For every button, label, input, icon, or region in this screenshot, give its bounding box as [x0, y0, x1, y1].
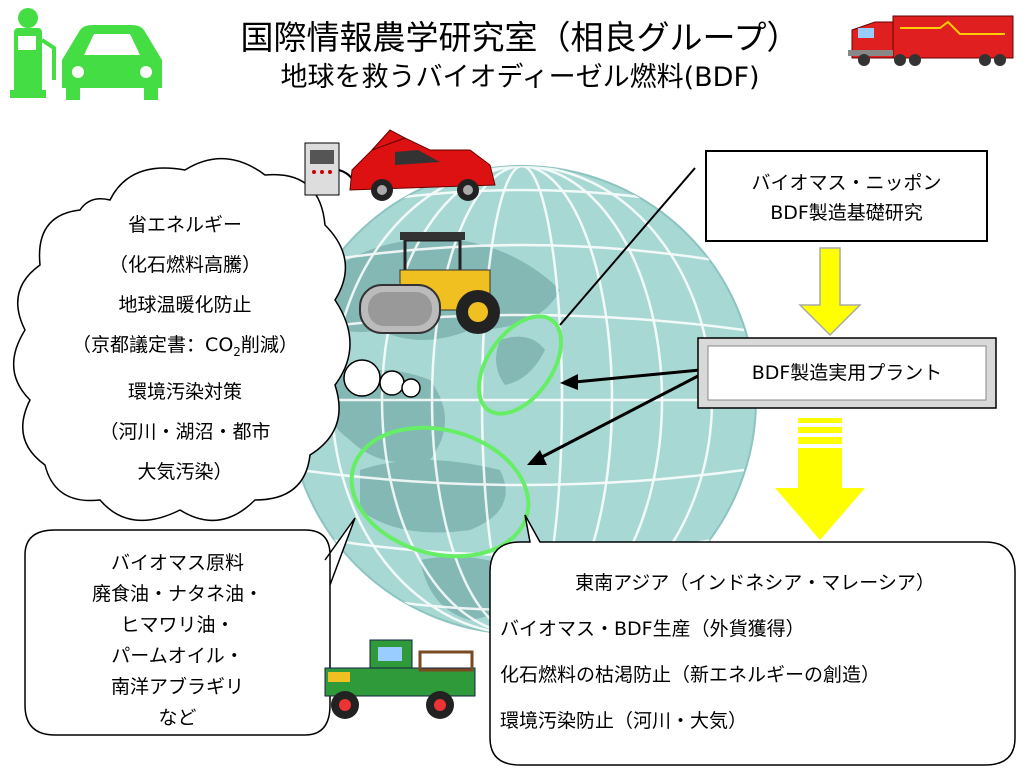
- farm-truck-icon: [324, 639, 476, 719]
- thought-cloud: [13, 158, 421, 522]
- kyoto-suffix: 削減）: [240, 334, 298, 356]
- road-roller-icon: [359, 232, 500, 334]
- materials-line: 廃食油・ナタネ油・: [91, 583, 263, 605]
- cloud-line-kyoto: （京都議定書：CO2削減）: [40, 325, 330, 372]
- cloud-line: 省エネルギー: [127, 214, 242, 236]
- fuel-pump-icon: [10, 8, 56, 98]
- page-title: 国際情報農学研究室（相良グループ）: [240, 18, 800, 57]
- cloud-line: （化石燃料高騰）: [108, 254, 261, 276]
- research-box-line1: バイオマス・ニッポン: [751, 172, 942, 194]
- sea-heading: 東南アジア（インドネシア・マレーシア）: [575, 572, 935, 594]
- materials-line: 南洋アブラギリ: [110, 676, 244, 698]
- materials-line: など: [158, 707, 197, 729]
- materials-text: バイオマス原料 廃食油・ナタネ油・ ヒマワリ油・ パームオイル・ 南洋アブラギリ…: [30, 548, 325, 734]
- cloud-line: 環境汚染対策: [127, 380, 242, 403]
- japan-highlight: [476, 314, 564, 416]
- plant-to-sea-arrow: [527, 373, 701, 465]
- yellow-arrow-upper: [798, 247, 862, 337]
- sea-item: 環境汚染防止（河川・大気）: [500, 710, 748, 732]
- materials-bubble: [24, 517, 356, 736]
- plant-box-label: BDF製造実用プラント: [751, 362, 943, 384]
- cloud-line: 大気汚染）: [137, 460, 233, 483]
- yellow-arrow-lower: [775, 418, 865, 540]
- sea-item: バイオマス・BDF生産（外貨獲得）: [500, 618, 805, 640]
- materials-line: パームオイル・: [111, 645, 244, 667]
- sea-item: 化石燃料の枯渇防止（新エネルギーの創造）: [500, 664, 881, 686]
- plant-to-japan-arrow: [560, 368, 701, 390]
- cloud-text: 省エネルギー （化石燃料高騰） 地球温暖化防止 （京都議定書：CO2削減） 環境…: [40, 205, 330, 492]
- page-subtitle: 地球を救うバイオディーゼル燃料(BDF): [280, 62, 760, 93]
- cloud-line: 地球温暖化防止: [118, 294, 252, 316]
- southeast-asia-highlight: [349, 425, 531, 559]
- plant-box: [697, 337, 997, 409]
- materials-line: ヒマワリ油・: [120, 614, 235, 636]
- kyoto-prefix: （京都議定書：CO: [72, 334, 234, 356]
- sea-text: 東南アジア（インドネシア・マレーシア） バイオマス・BDF生産（外貨獲得） 化石…: [500, 560, 1010, 744]
- research-box: バイオマス・ニッポン BDF製造基礎研究: [705, 150, 988, 242]
- box-top-connector: [559, 167, 696, 326]
- research-box-line2: BDF製造基礎研究: [770, 202, 923, 224]
- gas-station-car-icon: [304, 129, 496, 201]
- cloud-line: （河川・湖沼・都市: [99, 420, 271, 443]
- red-truck-icon: [848, 15, 1014, 66]
- green-car-icon: [62, 25, 162, 100]
- materials-line: バイオマス原料: [110, 552, 244, 574]
- sea-bubble: [489, 514, 1016, 766]
- kyoto-sub: 2: [233, 344, 241, 359]
